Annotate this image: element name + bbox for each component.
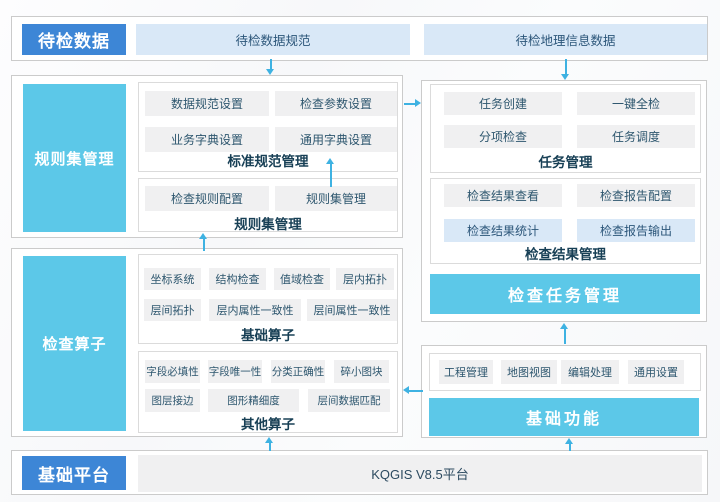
panel-basic-functions: 工程管理 地图视图 编辑处理 通用设置 基础功能	[421, 345, 707, 438]
arrow-up-icon	[199, 233, 208, 251]
module-box: 任务调度	[577, 125, 695, 148]
group-caption: 规则集管理	[234, 217, 302, 232]
module-box: 业务字典设置	[145, 127, 269, 152]
module-box: 任务创建	[444, 92, 562, 115]
arrow-up-icon	[265, 437, 274, 451]
arrow-up-icon	[565, 438, 574, 451]
group-task: 任务创建 一键全检 分项检查 任务调度 任务管理	[430, 84, 701, 173]
arrow-down-icon	[561, 59, 570, 80]
module-box: 结构检查	[209, 268, 266, 290]
group-standard-spec: 数据规范设置 检查参数设置 业务字典设置 通用字典设置 标准规范管理	[138, 82, 398, 172]
module-box: 图形精细度	[208, 389, 299, 412]
pending-data-spec-box: 待检数据规范	[136, 24, 410, 55]
operator-side-label: 检查算子	[23, 256, 126, 431]
module-box: 通用字典设置	[275, 127, 397, 152]
module-box: 检查报告配置	[577, 184, 695, 207]
panel-base-platform: 基础平台 KQGIS V8.5平台	[11, 450, 708, 495]
group-caption: 其他算子	[241, 417, 295, 432]
group-ruleset: 检查规则配置 规则集管理 规则集管理	[138, 178, 398, 232]
module-box: 层间属性一致性	[307, 299, 397, 321]
module-box: 检查结果查看	[444, 184, 562, 207]
group-caption: 标准规范管理	[227, 154, 309, 169]
panel-check-operators: 检查算子 坐标系统 结构检查 值域检查 层内拓扑 层间拓扑 层内属性一致性 层间…	[11, 248, 403, 437]
module-box: 坐标系统	[144, 268, 201, 290]
arrow-left-icon	[403, 386, 423, 395]
module-box: 层内属性一致性	[209, 299, 301, 321]
arrow-right-icon	[404, 99, 421, 108]
module-box: 数据规范设置	[145, 91, 269, 116]
group-check-result: 检查结果查看 检查报告配置 检查结果统计 检查报告输出 检查结果管理	[430, 178, 701, 264]
group-other-operators: 字段必填性 字段唯一性 分类正确性 碎小图块 图层接边 图形精细度 层间数据匹配…	[138, 351, 398, 433]
module-box: 地图视图	[501, 360, 557, 384]
platform-name-bar: KQGIS V8.5平台	[138, 455, 702, 492]
module-box: 分项检查	[444, 125, 562, 148]
module-box: 层间数据匹配	[308, 389, 390, 412]
pending-data-label: 待检数据	[22, 24, 126, 55]
module-box: 层间拓扑	[144, 299, 201, 321]
basic-functions-title: 基础功能	[429, 398, 699, 436]
module-box: 检查参数设置	[275, 91, 397, 116]
arrow-up-icon	[326, 158, 335, 187]
module-box: 检查报告输出	[577, 219, 695, 242]
arrow-down-icon	[266, 59, 275, 75]
group-caption: 任务管理	[538, 155, 593, 170]
module-box: 工程管理	[439, 360, 493, 384]
pending-gis-data-box: 待检地理信息数据	[424, 24, 707, 55]
module-box: 碎小图块	[334, 360, 389, 383]
task-management-title: 检查任务管理	[430, 274, 700, 314]
module-box: 字段必填性	[145, 360, 200, 383]
base-platform-label: 基础平台	[22, 456, 126, 490]
group-caption: 检查结果管理	[525, 247, 606, 262]
module-box: 检查结果统计	[444, 219, 562, 242]
module-box: 检查规则配置	[145, 186, 269, 211]
group-basic-operators: 坐标系统 结构检查 值域检查 层内拓扑 层间拓扑 层内属性一致性 层间属性一致性…	[138, 254, 398, 344]
group-caption: 基础算子	[241, 328, 295, 343]
module-box: 规则集管理	[275, 186, 397, 211]
group-basic-functions: 工程管理 地图视图 编辑处理 通用设置	[429, 353, 701, 391]
module-box: 值域检查	[274, 268, 330, 290]
module-box: 通用设置	[628, 360, 684, 384]
arrow-up-icon	[560, 323, 569, 344]
module-box: 分类正确性	[271, 360, 325, 383]
module-box: 编辑处理	[561, 360, 619, 384]
panel-task-management: 任务创建 一键全检 分项检查 任务调度 任务管理 检查结果查看 检查报告配置 检…	[421, 80, 707, 322]
module-box: 图层接边	[145, 389, 200, 412]
module-box: 层内拓扑	[336, 268, 394, 290]
ruleset-side-label: 规则集管理	[23, 84, 126, 232]
module-box: 字段唯一性	[208, 360, 262, 383]
panel-pending-data: 待检数据 待检数据规范 待检地理信息数据	[11, 16, 708, 61]
panel-ruleset-management: 规则集管理 数据规范设置 检查参数设置 业务字典设置 通用字典设置 标准规范管理…	[11, 75, 403, 238]
module-box: 一键全检	[577, 92, 695, 115]
